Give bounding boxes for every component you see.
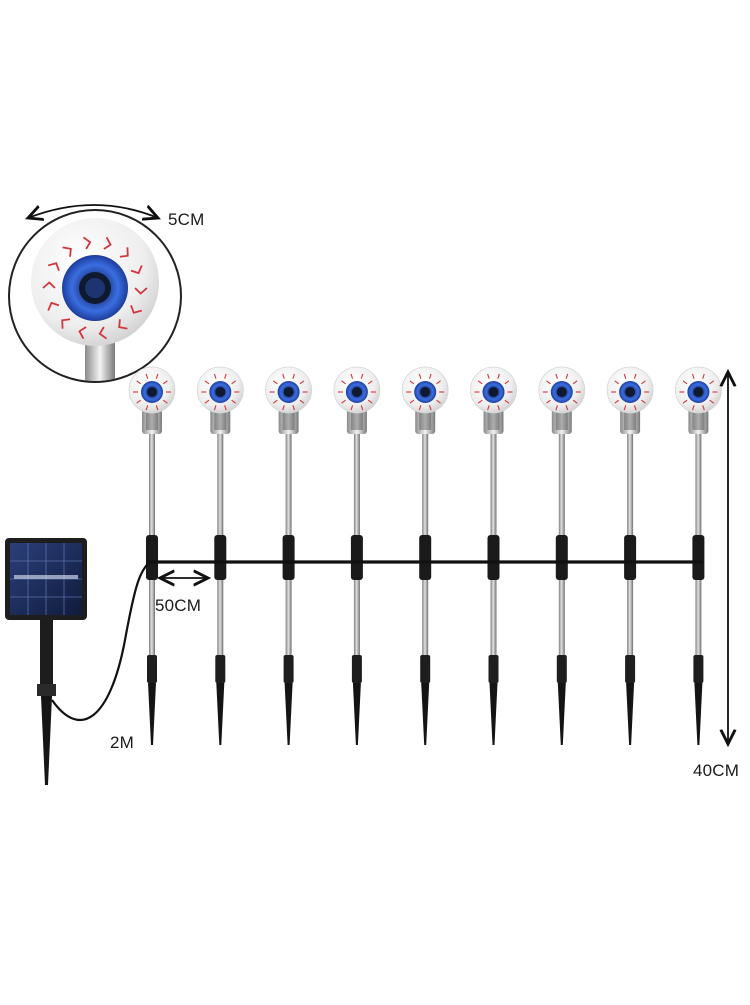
stake-icon — [470, 366, 517, 745]
eyeball-icon — [333, 366, 381, 414]
stake-icon — [675, 366, 722, 745]
eyeball-icon — [128, 366, 176, 414]
stake-spacing-label: 50CM — [155, 596, 202, 615]
stake-icon — [401, 366, 449, 745]
eyeball-icon — [538, 366, 586, 414]
panel-stake-tip — [41, 696, 52, 785]
panel-cable — [51, 561, 151, 721]
stake-height-label: 40CM — [693, 761, 740, 780]
solar-panel-icon — [5, 538, 87, 785]
cable-length-label: 2M — [110, 733, 135, 752]
stake-icon — [265, 366, 313, 745]
double-arrow-icon — [28, 204, 158, 218]
stake-icon — [606, 366, 654, 745]
panel-stake-post — [40, 620, 53, 690]
eyeball-icon — [470, 366, 517, 414]
stake-row — [128, 366, 722, 745]
eyeball-icon — [401, 366, 449, 414]
stake-icon — [196, 366, 244, 745]
eyeball-icon — [265, 366, 313, 414]
eyeball-icon — [606, 366, 654, 414]
closeup-veins — [42, 236, 148, 340]
eyeball-icon — [675, 366, 722, 414]
eyeball-closeup — [8, 209, 182, 383]
head-diameter-dimension — [28, 204, 158, 218]
eyeball-icon — [196, 366, 244, 414]
stake-icon — [333, 366, 381, 745]
stake-icon — [538, 366, 586, 745]
head-diameter-label: 5CM — [168, 210, 205, 229]
stake-icon — [128, 366, 176, 745]
